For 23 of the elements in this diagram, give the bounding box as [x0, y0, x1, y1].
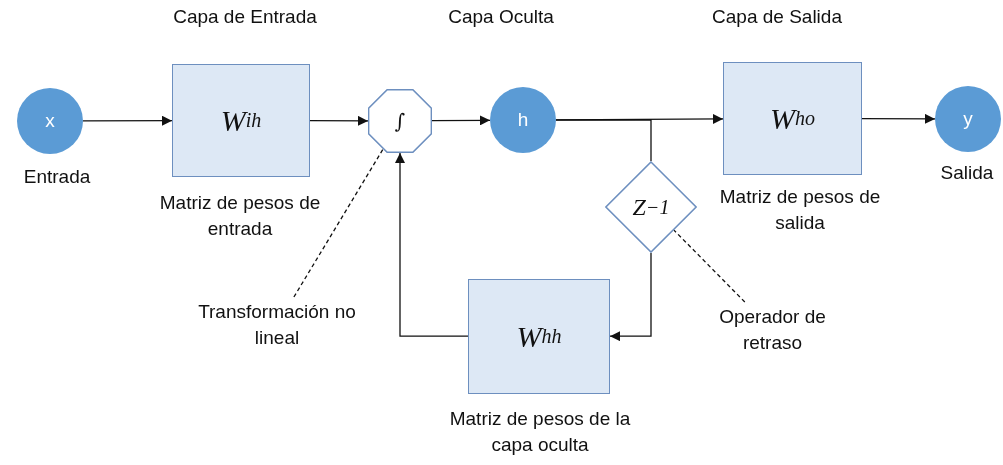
arrow — [609, 252, 652, 342]
node-caption: Matriz de pesos de salida — [718, 185, 882, 235]
arrow — [395, 152, 469, 337]
circle-node: x — [17, 88, 83, 154]
layer-heading: Capa de Entrada — [173, 5, 317, 29]
arrow — [431, 115, 491, 126]
leader-line — [673, 229, 746, 303]
node-caption: Matriz de pesos de la capa oculta — [448, 407, 632, 457]
node-caption: Matriz de pesos de entrada — [158, 191, 322, 241]
arrow — [82, 115, 173, 126]
circle-node: y — [935, 86, 1001, 152]
node-caption: Entrada — [22, 165, 92, 189]
connector-line — [555, 119, 652, 162]
leader-line — [293, 147, 385, 298]
arrow — [309, 115, 369, 126]
layer-heading: Capa Oculta — [448, 5, 554, 29]
annotation-text: Operador de retraso — [700, 302, 845, 358]
node-caption: Salida — [939, 161, 995, 185]
arrow — [861, 113, 936, 124]
annotation-text: Transformación no lineal — [192, 297, 362, 353]
circle-node: h — [490, 87, 556, 153]
integral-octagon: ∫ — [368, 89, 432, 153]
layer-heading: Capa de Salida — [712, 5, 842, 29]
